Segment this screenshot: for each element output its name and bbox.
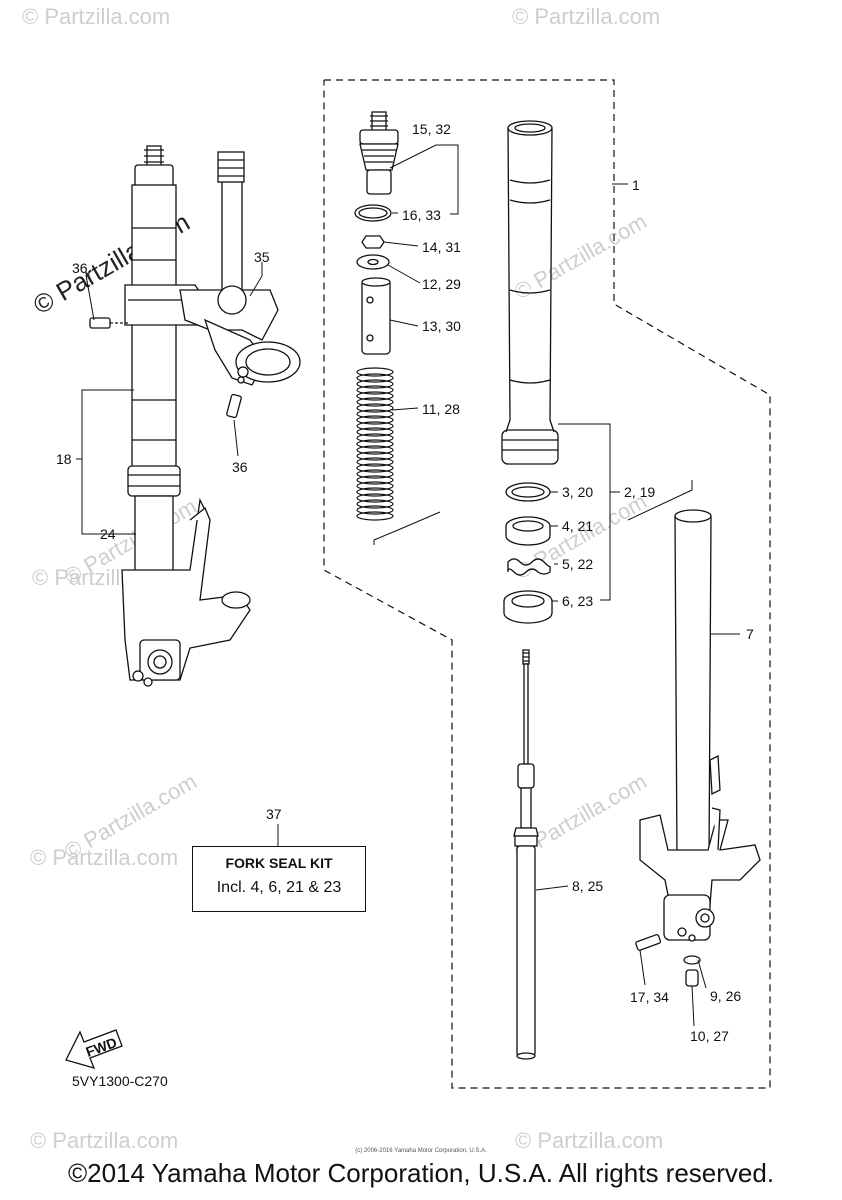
diagram-code: 5VY1300-C270: [72, 1073, 168, 1089]
watermark-text: © Partzilla.com: [512, 4, 660, 29]
spring-coil: [356, 379, 394, 389]
fork-seal-kit-box: FORK SEAL KIT Incl. 4, 6, 21 & 23: [192, 846, 366, 912]
callout-37: 37: [266, 806, 282, 822]
spring-coil: [356, 391, 394, 401]
callout-17-34: 17, 34: [630, 989, 669, 1005]
spring-coil: [356, 505, 394, 515]
spring-coil: [356, 487, 394, 497]
spring-coil: [356, 451, 394, 461]
spring-coil: [356, 415, 394, 425]
callout-35: 35: [254, 249, 270, 265]
spring-coil: [356, 367, 394, 377]
spring-coil: [356, 511, 394, 521]
spring-coil: [356, 433, 394, 443]
callout-4-21: 4, 21: [562, 518, 593, 534]
kit-contents: Incl. 4, 6, 21 & 23: [216, 879, 342, 896]
spring-coil: [356, 445, 394, 455]
fork-spring: [356, 367, 394, 521]
spring-coil: [356, 481, 394, 491]
callout-8-25: 8, 25: [572, 878, 603, 894]
kit-title: FORK SEAL KIT: [225, 855, 333, 871]
callout-36-lower: 36: [232, 459, 248, 475]
watermark-text: © Partzilla.com: [30, 845, 178, 870]
callout-24: 24: [100, 526, 116, 542]
callout-16-33: 16, 33: [402, 207, 441, 223]
spring-coil: [356, 493, 394, 503]
callout-5-22: 5, 22: [562, 556, 593, 572]
callout-12-29: 12, 29: [422, 276, 461, 292]
callout-15-32: 15, 32: [412, 121, 451, 137]
callout-11-28: 11, 28: [422, 401, 460, 417]
callout-6-23: 6, 23: [562, 593, 593, 609]
spring-coil: [356, 403, 394, 413]
small-copyright: (c) 2006-2016 Yamaha Motor Corporation, …: [355, 1148, 487, 1154]
spring-coil: [356, 439, 394, 449]
spring-coil: [356, 385, 394, 395]
cap-bolt-stack: [354, 111, 399, 355]
spring-coil: [356, 499, 394, 509]
callout-9-26: 9, 26: [710, 988, 741, 1004]
watermark-text: © Partzilla.com: [510, 209, 651, 305]
spring-coil: [356, 409, 394, 419]
watermark-text: © Partzilla.com: [515, 1128, 663, 1153]
outer-tube: [501, 120, 559, 465]
callout-7: 7: [746, 626, 754, 642]
callout-13-30: 13, 30: [422, 318, 461, 334]
leader-lines: [76, 144, 740, 1027]
spring-coil: [356, 397, 394, 407]
spring-coil: [356, 427, 394, 437]
callout-10-27: 10, 27: [690, 1028, 729, 1044]
watermarks: © Partzilla.com © Partzilla.com © Partzi…: [22, 4, 663, 1153]
fwd-arrow-icon: [65, 1029, 123, 1069]
assembled-fork: [89, 145, 301, 687]
inner-tube: [635, 509, 761, 987]
watermark-text: © Partzilla.com: [30, 1128, 178, 1153]
callout-36-upper: 36: [72, 260, 88, 276]
callout-3-20: 3, 20: [562, 484, 593, 500]
damper-rod: [513, 649, 539, 1060]
spring-coil: [356, 421, 394, 431]
seal-rings: [503, 482, 553, 624]
callout-1: 1: [632, 177, 640, 193]
watermark-text: © Partzilla.com: [22, 4, 170, 29]
dashed-boundary: [323, 79, 771, 1089]
callout-2-19: 2, 19: [624, 484, 655, 500]
spring-coil: [356, 469, 394, 479]
fwd-label: FWD: [84, 1034, 119, 1060]
copyright-footer: ©2014 Yamaha Motor Corporation, U.S.A. A…: [67, 1158, 775, 1188]
spring-coil: [356, 457, 394, 467]
spring-coil: [356, 475, 394, 485]
callouts: 15, 32 16, 33 14, 31 12, 29 13, 30 11, 2…: [56, 121, 754, 1089]
spring-coil: [356, 463, 394, 473]
callout-14-31: 14, 31: [422, 239, 461, 255]
spring-coil: [356, 373, 394, 383]
callout-18: 18: [56, 451, 72, 467]
